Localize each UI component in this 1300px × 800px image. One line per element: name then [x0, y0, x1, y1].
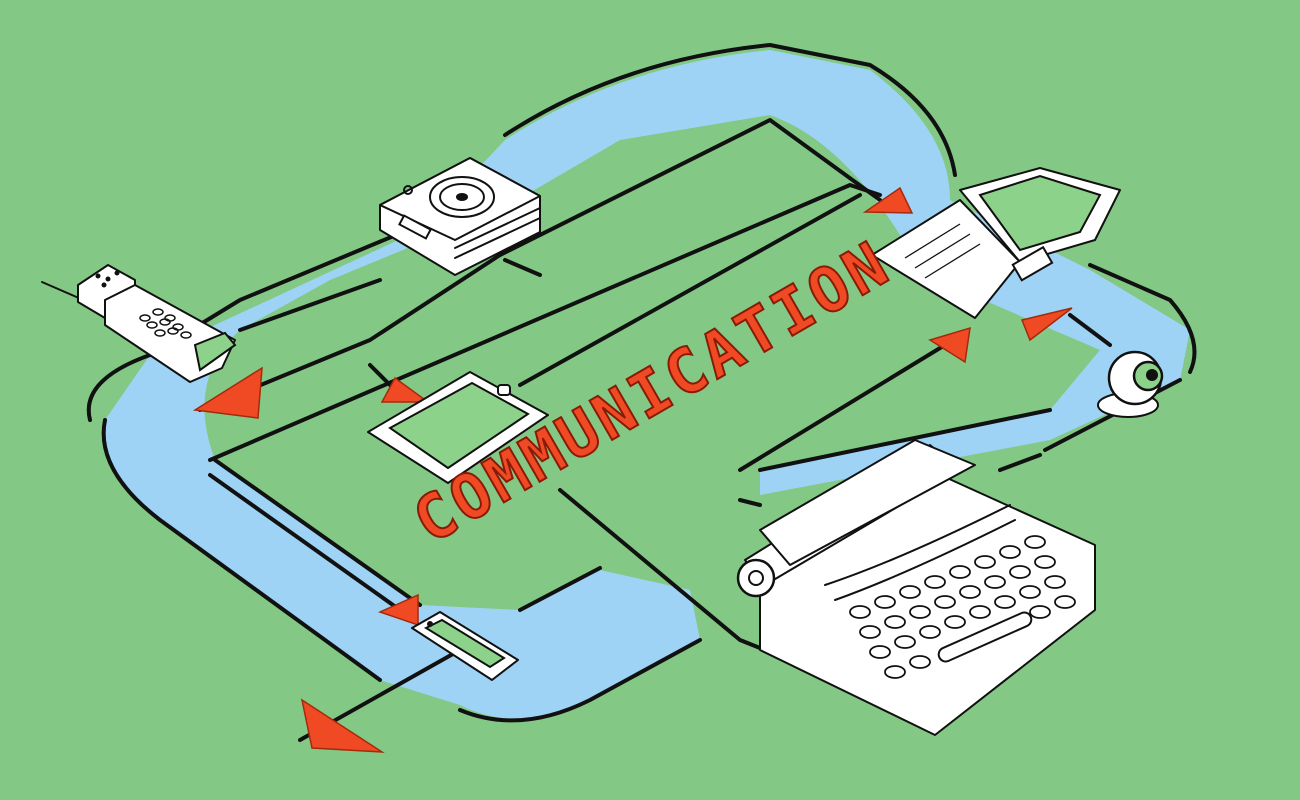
arrow-out [300, 698, 385, 753]
webcam-icon [1097, 350, 1164, 418]
arrow-to-phone [192, 366, 263, 419]
smartphone-icon [411, 611, 519, 681]
arrow-to-laptop [862, 186, 914, 214]
arrowheads [192, 186, 1073, 753]
tablet-icon [367, 371, 549, 484]
arrow-to-smartphone [377, 593, 419, 627]
laptop-icon [871, 167, 1121, 319]
arrow-from-webcam [1020, 307, 1073, 342]
typewriter-icon [736, 439, 1096, 736]
arrow-to-tablet [380, 376, 431, 403]
phone-handset-icon [41, 264, 237, 383]
flow-path [86, 43, 1197, 723]
disc-player-icon [379, 157, 541, 276]
arrow-to-laptop-lower [928, 326, 971, 364]
